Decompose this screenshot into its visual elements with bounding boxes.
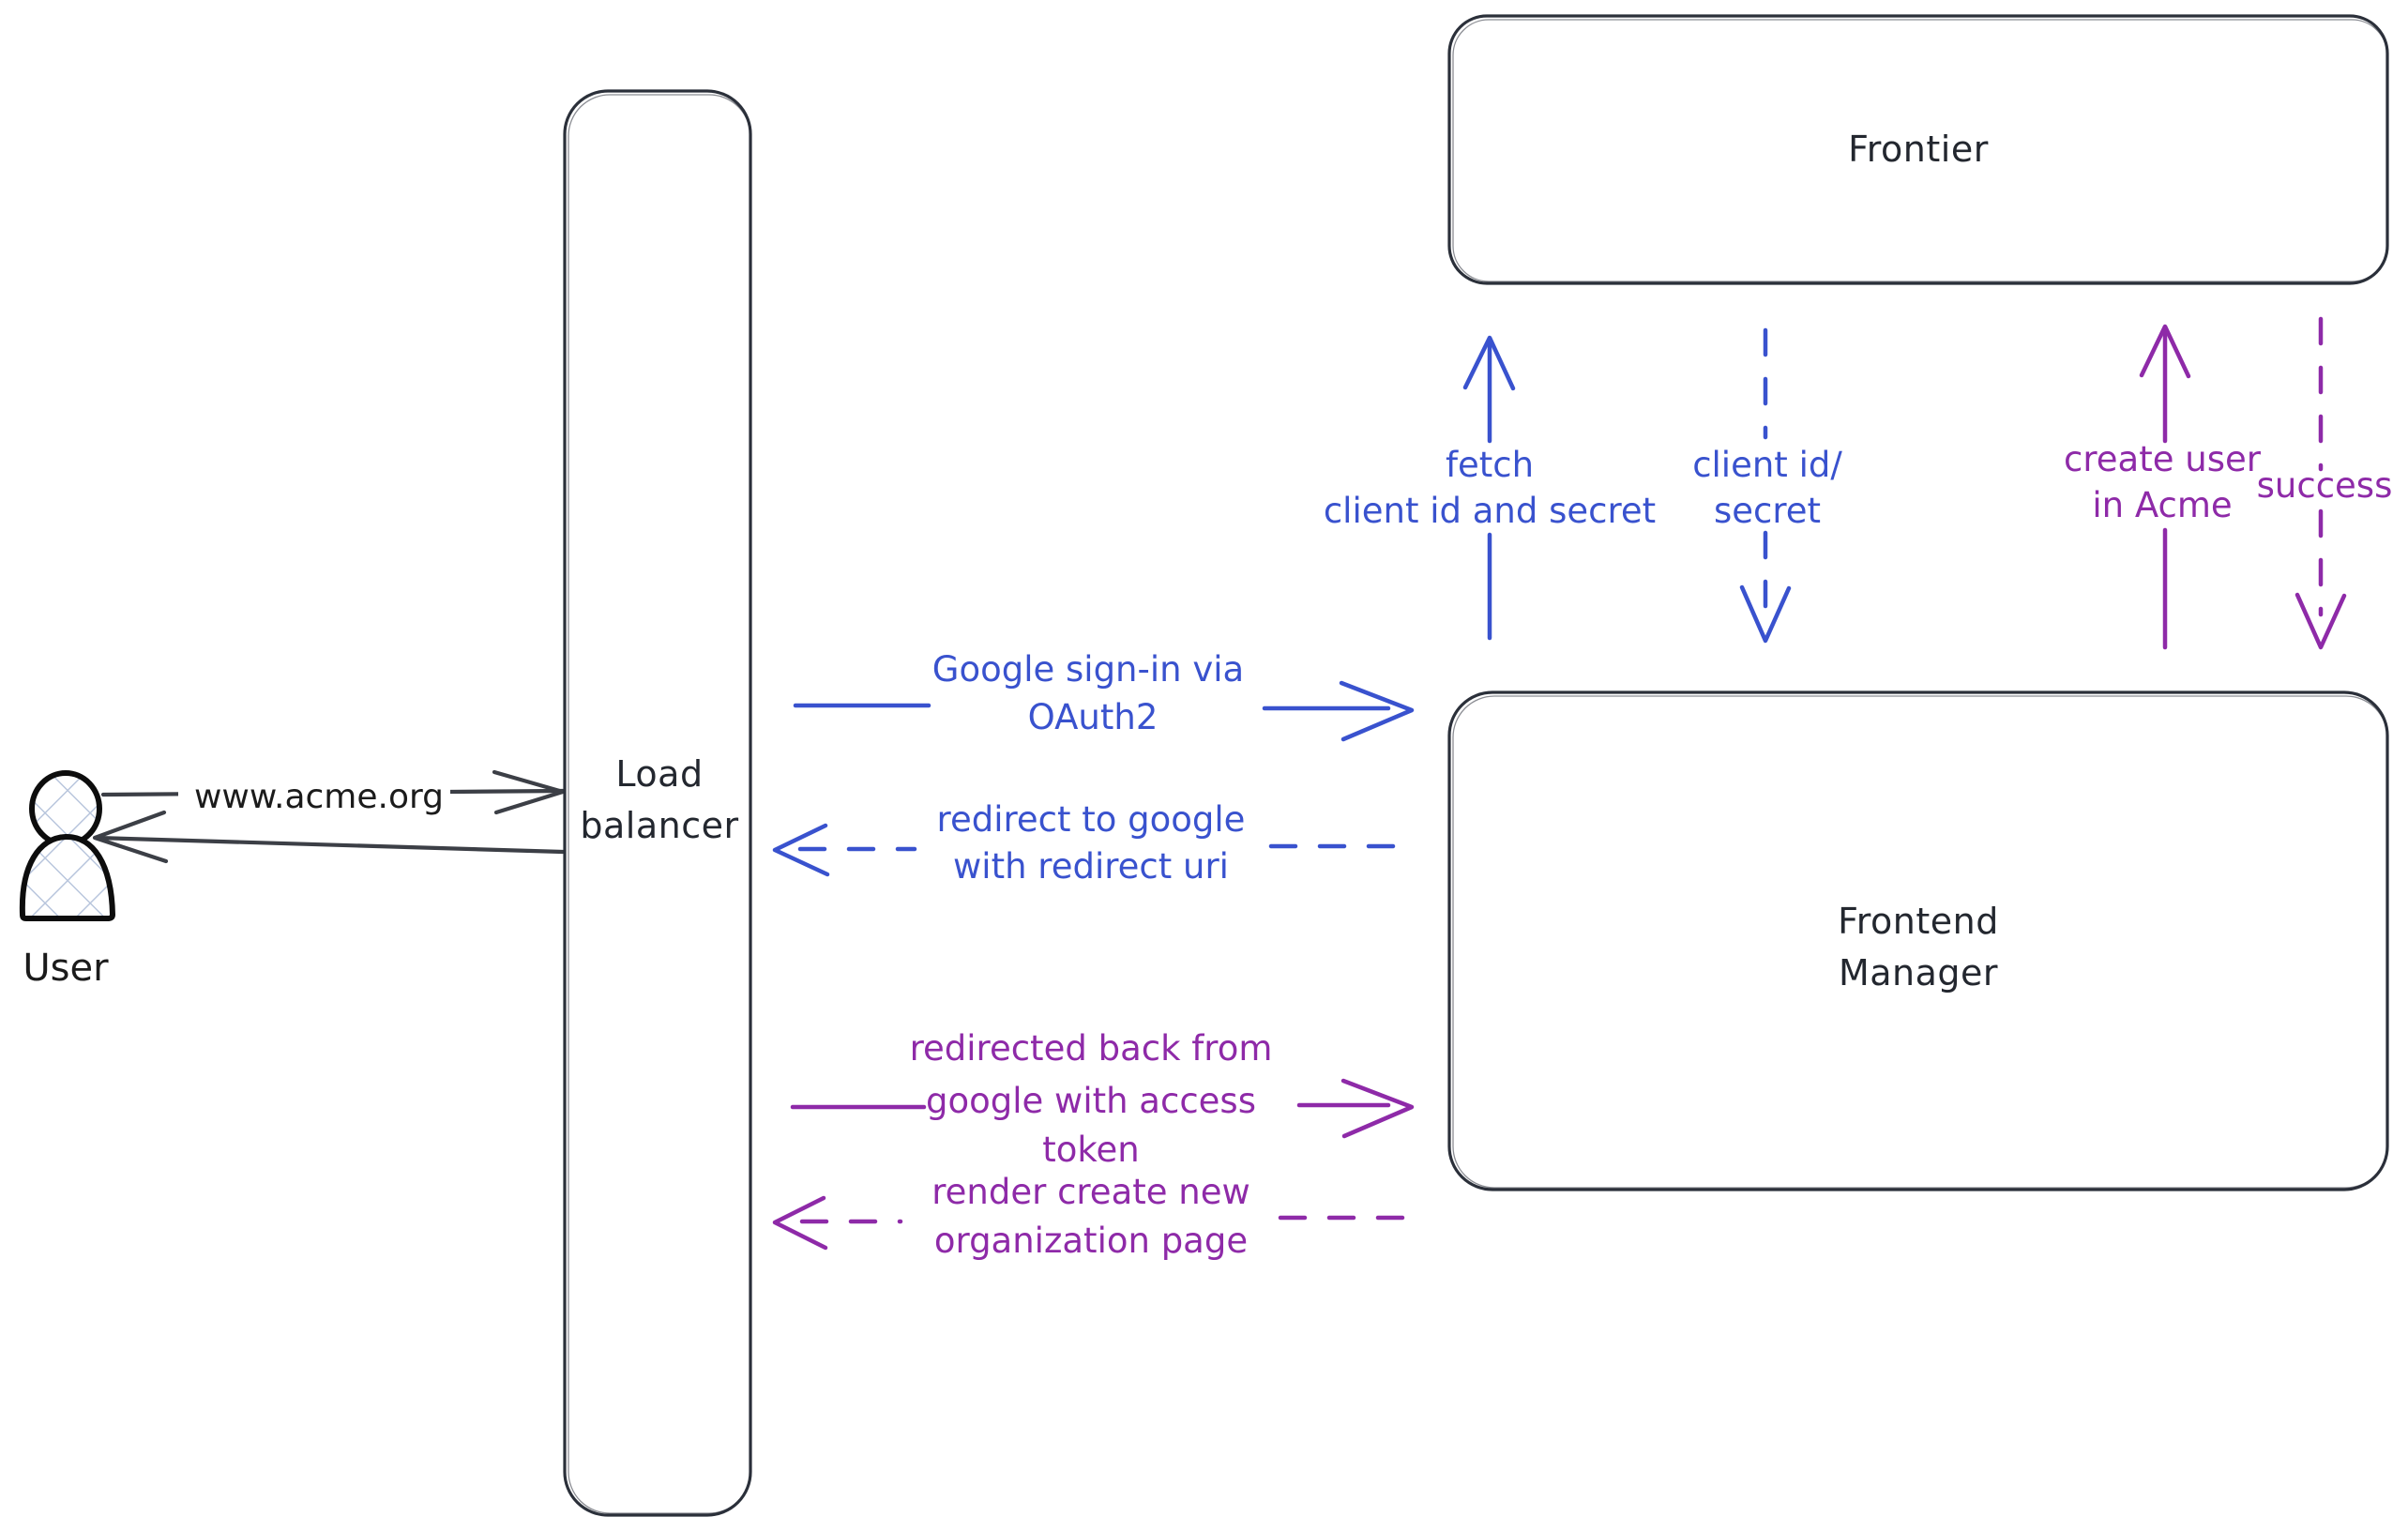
edge-createuser-label-line1: create user [2064,439,2262,479]
edge-user-to-lb-arrowhead [492,769,566,815]
edge-credentials-label-line1: client id/ [1692,445,1842,485]
node-load-balancer-shape-sketch [568,94,751,1514]
node-load-balancer-shape [563,89,752,1517]
node-frontend-manager-line1: Frontend [1838,901,1999,942]
edge-frontendmanager-to-loadbalancer-redirect[interactable]: redirect to google with redirect uri [772,799,1410,887]
edge-frontendmanager-to-frontier-createuser[interactable]: create user in Acme [2064,324,2262,650]
edge-loadbalancer-to-user[interactable] [92,810,566,864]
edge-render-label-line1: render create new [931,1172,1250,1212]
actor-user-label: User [23,947,109,990]
edge-credentials-label-line2: secret [1714,491,1821,531]
edge-user-to-lb-label: www.acme.org [194,778,444,816]
edge-success-arrowhead [2294,592,2347,650]
edge-render-label-line2: organization page [934,1221,1248,1261]
node-load-balancer[interactable]: Load balancer [563,89,752,1517]
edge-fetch-label-line1: fetch [1446,445,1534,485]
edge-success-label: success [2257,465,2393,506]
edge-lb-to-user-arrowhead [92,810,169,864]
edge-credentials-arrowhead [1739,584,1792,644]
edge-redirect-label-line1: redirect to google [937,799,1246,840]
edge-token-label-line3: token [1042,1130,1139,1170]
edge-frontendmanager-to-frontier-fetch[interactable]: fetch client id and secret [1324,335,1656,641]
node-load-balancer-line2: balancer [580,805,738,846]
edge-signin-label-line2: OAuth2 [1028,697,1159,737]
edge-token-label-line2: google with access [926,1081,1256,1121]
edge-fetch-arrowhead [1462,335,1516,391]
edge-loadbalancer-to-frontendmanager-signin[interactable]: Google sign-in via OAuth2 [793,649,1415,742]
edge-loadbalancer-to-frontendmanager-token[interactable]: redirected back from google with access … [790,1028,1415,1170]
node-frontend-manager-line2: Manager [1839,952,1998,994]
edge-signin-arrowhead [1339,680,1415,742]
edge-redirect-label-line2: with redirect uri [953,846,1229,887]
edge-token-label-line1: redirected back from [910,1028,1273,1069]
edge-fetch-label-line2: client id and secret [1324,491,1656,531]
node-load-balancer-line1: Load [615,753,703,795]
edge-signin-label-line1: Google sign-in via [932,649,1244,690]
edge-redirect-arrowhead [772,823,830,877]
user-head-icon [29,770,102,847]
node-frontier[interactable]: Frontier [1447,14,2389,285]
edge-frontier-to-frontendmanager-success[interactable]: success [2257,316,2393,650]
node-frontier-label: Frontier [1848,129,1989,170]
edge-frontier-to-frontendmanager-credentials[interactable]: client id/ secret [1692,327,1842,644]
actor-user[interactable]: User [19,770,115,990]
node-frontend-manager-shape-sketch [1452,695,2388,1189]
edge-createuser-arrowhead [2139,324,2191,379]
edge-createuser-label-line2: in Acme [2092,485,2232,525]
edge-lb-to-user-line [94,835,566,855]
edge-token-arrowhead [1340,1078,1415,1139]
edge-frontendmanager-to-loadbalancer-render[interactable]: render create new organization page [772,1172,1410,1261]
edge-user-to-loadbalancer[interactable]: www.acme.org [100,769,566,816]
node-frontier-shape-sketch [1452,19,2388,282]
edge-label-backing [178,769,450,816]
user-body-icon [19,833,115,921]
edge-render-arrowhead [772,1195,828,1251]
node-frontend-manager[interactable]: Frontend Manager [1447,690,2389,1191]
